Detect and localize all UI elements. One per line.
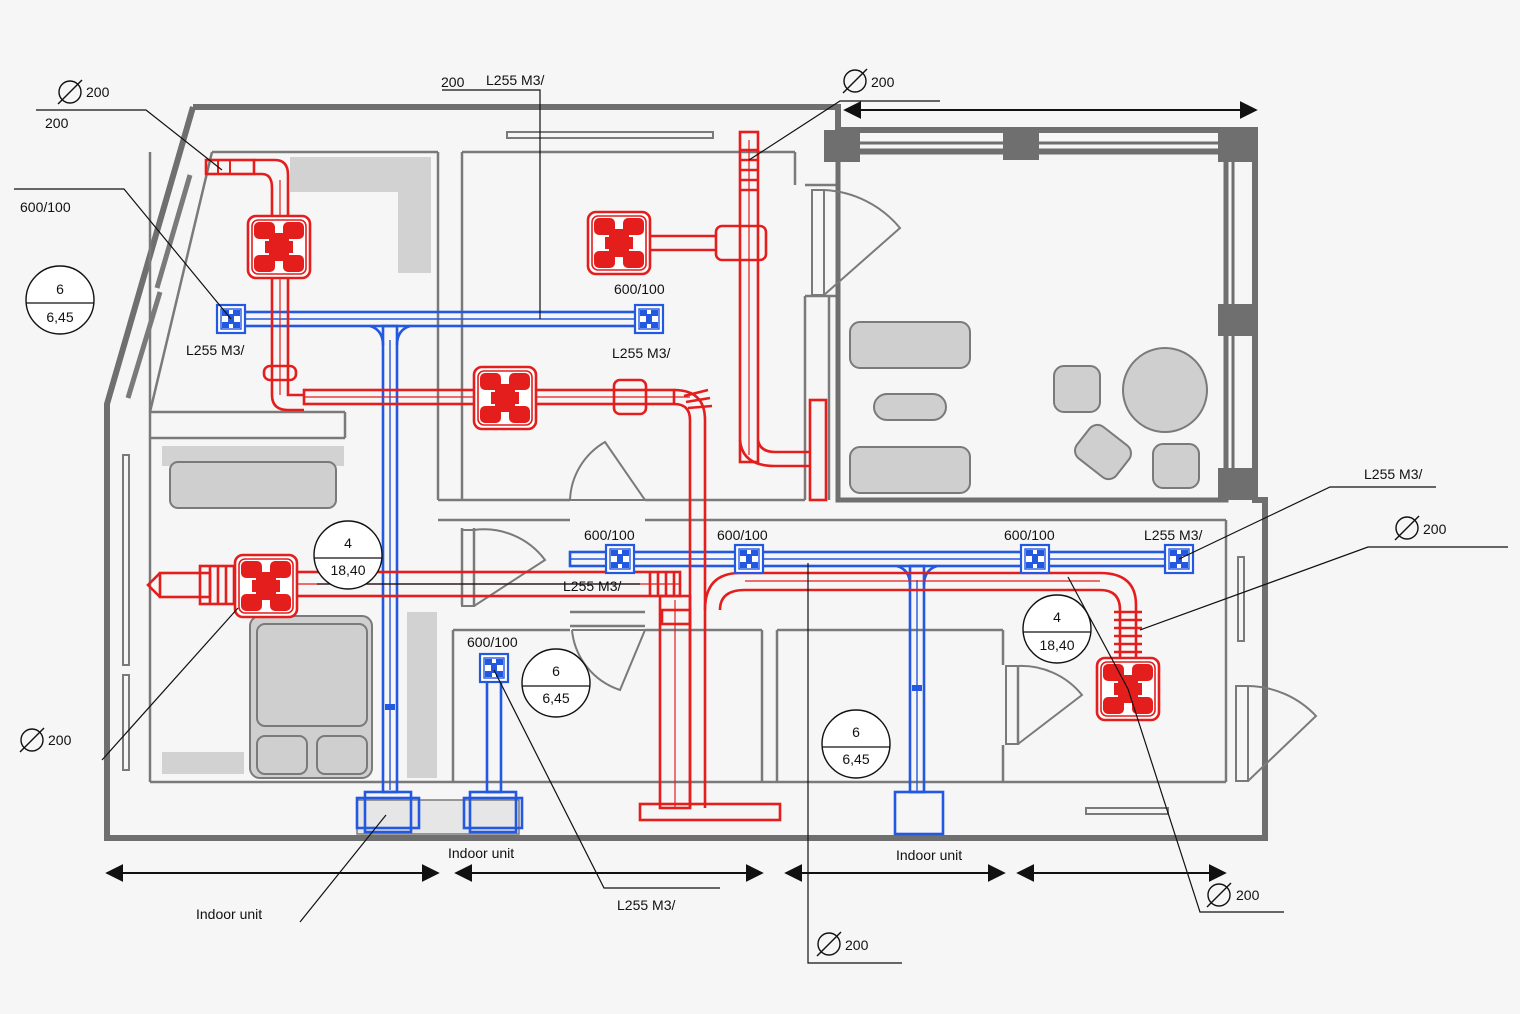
top-mid-flow: L255 M3/: [486, 72, 544, 88]
room-1-bottom: 6,45: [46, 309, 73, 325]
indoor-unit-2: Indoor unit: [896, 847, 962, 863]
room-badge-5: 6 6,45: [821, 709, 891, 779]
dia-top-right: 200: [871, 74, 895, 90]
top-mid-200: 200: [441, 74, 465, 90]
indoor-unit-3: Indoor unit: [196, 906, 262, 922]
flow-mid: L255 M3/: [612, 345, 670, 361]
dia-right: 200: [1423, 521, 1447, 537]
room-4-bottom: 18,40: [1039, 637, 1074, 653]
corr-flow-mid: L255 M3/: [563, 578, 621, 594]
dia-left-bottom: 200: [48, 732, 72, 748]
room-5-top: 6: [852, 724, 860, 740]
supply-top-left: 600/100: [20, 199, 71, 215]
dimension-arrows: [105, 101, 1258, 882]
dia-bottom-mid: 200: [845, 937, 869, 953]
dia-top-left-sub: 200: [45, 115, 69, 131]
doors: [461, 189, 1318, 782]
annotations: 200 200 600/100 L255 M3/ 200 L255 M3/ 20…: [20, 72, 1447, 953]
flow-top-left: L255 M3/: [186, 342, 244, 358]
room-badge-2: 4 18,40: [313, 520, 383, 590]
room-3-top: 6: [552, 663, 560, 679]
indoor-units: [355, 790, 945, 836]
room-4-top: 4: [1053, 609, 1061, 625]
corr-supply-2: 600/100: [717, 527, 768, 543]
corr-supply-3: 600/100: [1004, 527, 1055, 543]
dia-top-left: 200: [86, 84, 110, 100]
room-5-bottom: 6,45: [842, 751, 869, 767]
room-1-top: 6: [56, 281, 64, 297]
supply-mid: 600/100: [614, 281, 665, 297]
flow-bottom: L255 M3/: [617, 897, 675, 913]
indoor-unit-1: Indoor unit: [448, 845, 514, 861]
room-badge-1: 6 6,45: [25, 265, 95, 335]
room-3-bottom: 6,45: [542, 690, 569, 706]
room-badge-4: 4 18,40: [1022, 594, 1092, 664]
room-2-bottom: 18,40: [330, 562, 365, 578]
furniture: [162, 157, 1208, 779]
lower-supply: 600/100: [467, 634, 518, 650]
exhaust-diffusers: [233, 210, 1161, 722]
room-badge-3: 6 6,45: [521, 648, 591, 718]
living-room-frame: [824, 130, 1256, 503]
dia-bottom-right: 200: [1236, 887, 1260, 903]
corr-flow-end: L255 M3/: [1144, 527, 1202, 543]
diameter-symbols: [19, 68, 1420, 957]
corr-supply-1: 600/100: [584, 527, 635, 543]
room-2-top: 4: [344, 535, 352, 551]
flow-right-top: L255 M3/: [1364, 466, 1422, 482]
